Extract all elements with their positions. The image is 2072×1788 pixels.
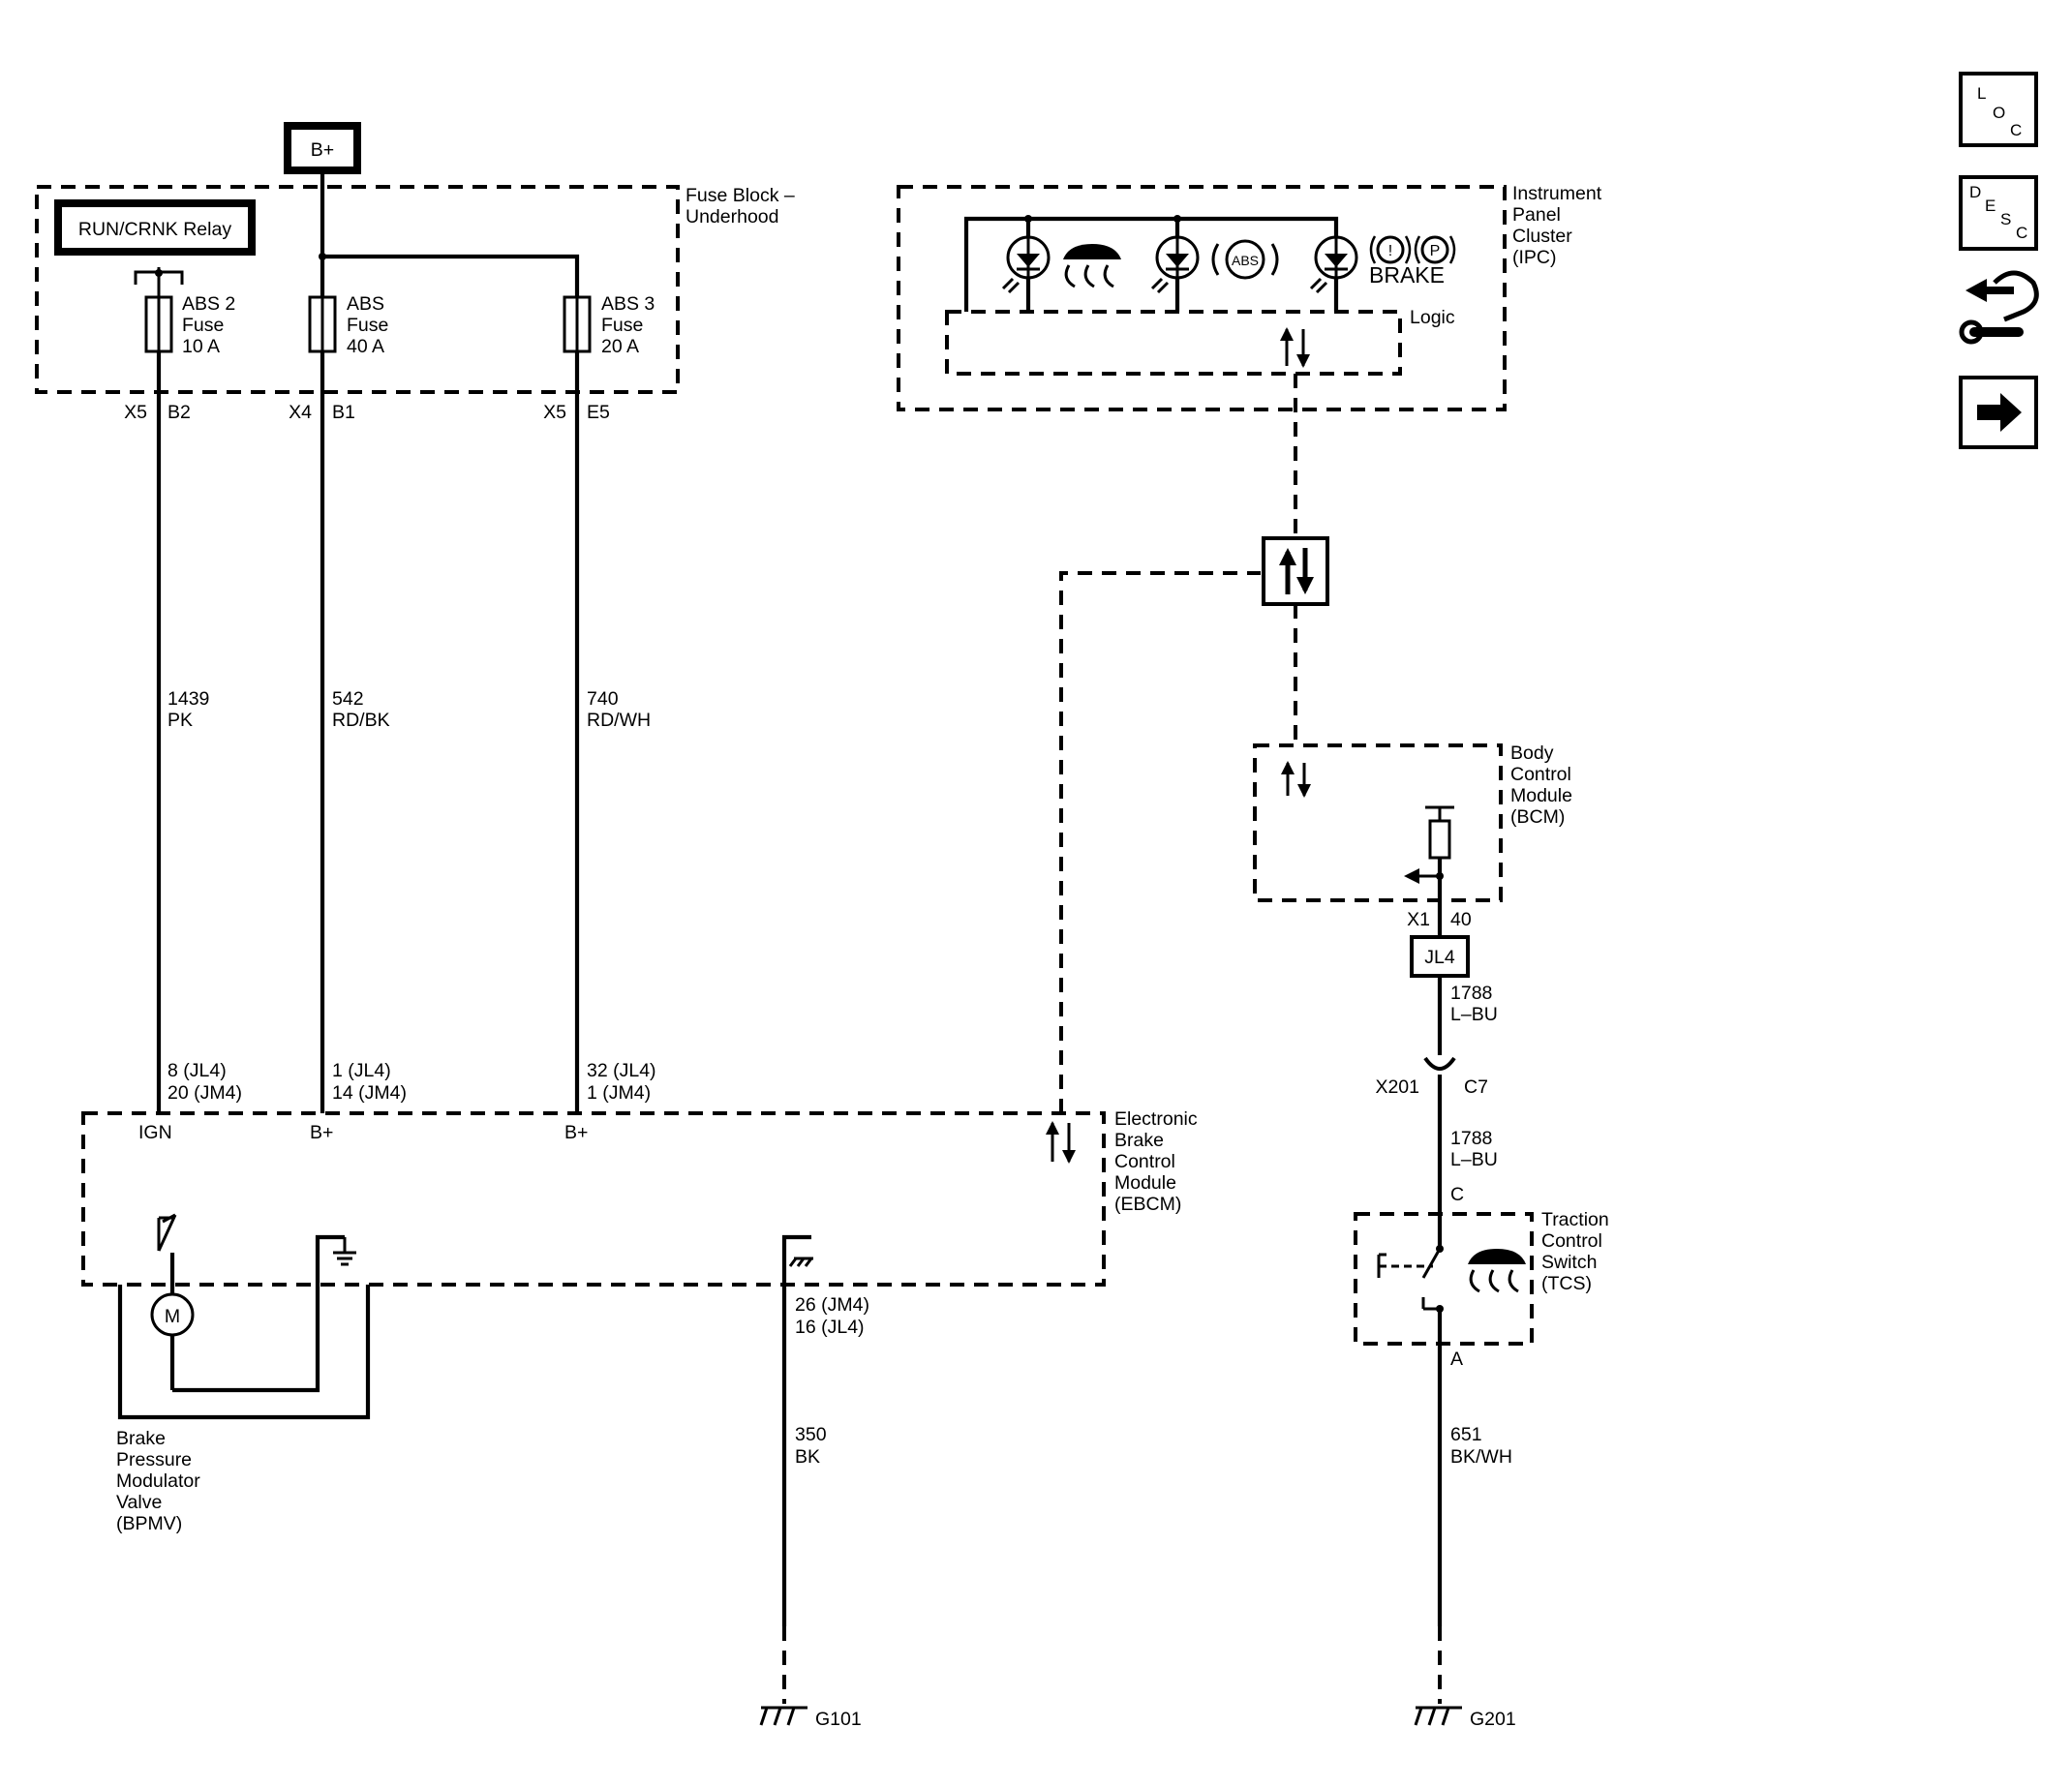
svg-text:X201: X201 (1375, 1076, 1419, 1098)
svg-text:JL4: JL4 (1424, 947, 1455, 968)
svg-text:Instrument Panel C: Instrument Panel Cluster (IPC) (1512, 183, 1607, 268)
pin-bplus-1: B+ (310, 1122, 333, 1143)
svg-text:ABS: ABS (1232, 253, 1259, 268)
ground-g201-icon: G201 (1414, 1706, 1516, 1730)
svg-text:26 (JM4)16 (JL4): 26 (JM4)16 (JL4) (795, 1294, 869, 1338)
traction-car-icon (1468, 1249, 1526, 1264)
inline-connector-x201: X201 C7 (1375, 1056, 1488, 1098)
svg-text:!: ! (1388, 243, 1392, 259)
svg-text:ABS 2 Fuse 10 A: ABS 2 Fuse 10 A (182, 293, 241, 357)
pin-bplus-2: B+ (564, 1122, 588, 1143)
instrument-panel-cluster: Instrument Panel Cluster (IPC) Logic (897, 183, 1607, 411)
svg-text:E: E (1985, 197, 1996, 215)
svg-text:1 (JL4)14 (JM4): 1 (JL4)14 (JM4) (332, 1060, 407, 1104)
svg-text:BRAKE: BRAKE (1369, 262, 1445, 288)
motor-icon: M (165, 1306, 180, 1327)
brake-indicator-icon: ! P BRAKE (1309, 235, 1456, 294)
connector-x4: X4 (289, 402, 312, 423)
connector-view-icon[interactable] (1959, 270, 2039, 345)
bcm-connector-x1: X1 (1407, 909, 1430, 930)
fuse-block-title: Fuse Block – Underhood (686, 185, 800, 227)
tcs-pin-c: C (1450, 1184, 1464, 1205)
splice-jl4: JL4 (1410, 935, 1470, 978)
abs-fuse: ABS Fuse 40 A (308, 293, 394, 357)
svg-text:Brake Pressure Mod: Brake Pressure Modulator Valve (BPMV) (116, 1428, 205, 1534)
bplus-label: B+ (311, 139, 334, 161)
loc-button[interactable]: L O C (1959, 72, 2038, 147)
ground-g101-label: G101 (815, 1709, 862, 1730)
logic-label: Logic (1410, 307, 1455, 328)
traction-control-switch: C Traction Control Switch (TCS) A (1354, 1184, 1614, 1370)
svg-text:O: O (1993, 104, 2005, 122)
pin-ign: IGN (138, 1122, 172, 1143)
pin-b1: B1 (332, 402, 355, 423)
ground-g201-label: G201 (1470, 1709, 1516, 1730)
svg-text:C: C (2010, 121, 2022, 139)
svg-text:S: S (2000, 210, 2011, 228)
body-control-module: Body Control Module (BCM) (1253, 742, 1577, 902)
bcm-pin-40: 40 (1450, 909, 1472, 930)
abs3-fuse: ABS 3 Fuse 20 A (563, 293, 660, 357)
ground-g101-icon: G101 (759, 1706, 862, 1730)
svg-text:ABS Fuse 40 A: ABS Fuse 40 A (347, 293, 394, 357)
ebcm-serial-data-icon (1046, 1121, 1076, 1164)
svg-text:Traction Control S: Traction Control Switch (TCS) (1541, 1209, 1614, 1294)
serial-data-star-icon (1262, 536, 1329, 606)
svg-text:RUN/CRNK Relay: RUN/CRNK Relay (78, 219, 231, 240)
svg-text:C: C (2016, 224, 2027, 242)
connector-x5-b: X5 (543, 402, 566, 423)
svg-text:Electronic Brake C: Electronic Brake Control Module (EBCM) (1114, 1108, 1203, 1215)
pin-b2: B2 (168, 402, 191, 423)
fuse-block-underhood: Fuse Block – Underhood (35, 185, 800, 394)
svg-text:C7: C7 (1464, 1076, 1488, 1098)
ebcm-pins: 8 (JL4)20 (JM4) 1 (JL4)14 (JM4) 32 (JL4)… (138, 1060, 656, 1143)
desc-button[interactable]: D E S C (1959, 175, 2038, 251)
traction-control-indicator-icon (1001, 235, 1121, 294)
next-arrow-icon[interactable] (1959, 376, 2038, 449)
svg-text:D: D (1969, 183, 1981, 201)
abs2-fuse: ABS 2 Fuse 10 A (144, 293, 241, 357)
ebcm-module: Electronic Brake Control Module (EBCM) (81, 1108, 1203, 1287)
bpmv-valve: M Brake Pressure Modulator Valve (BPMV) (116, 1213, 371, 1534)
run-crnk-relay: RUN/CRNK Relay (54, 199, 256, 256)
svg-text:Body Control Modul: Body Control Module (BCM) (1510, 742, 1577, 828)
pin-e5: E5 (587, 402, 610, 423)
connector-x5-a: X5 (124, 402, 147, 423)
bplus-source: B+ (284, 122, 361, 174)
tcs-pin-a: A (1450, 1349, 1463, 1370)
abs-indicator-icon: ABS (1150, 235, 1279, 294)
svg-text:32 (JL4)1 (JM4): 32 (JL4)1 (JM4) (587, 1060, 656, 1104)
svg-text:8 (JL4)20 (JM4): 8 (JL4)20 (JM4) (168, 1060, 242, 1104)
svg-text:P: P (1430, 243, 1441, 259)
svg-text:L: L (1977, 84, 1986, 103)
svg-text:ABS 3 Fuse 20 A: ABS 3 Fuse 20 A (601, 293, 660, 357)
